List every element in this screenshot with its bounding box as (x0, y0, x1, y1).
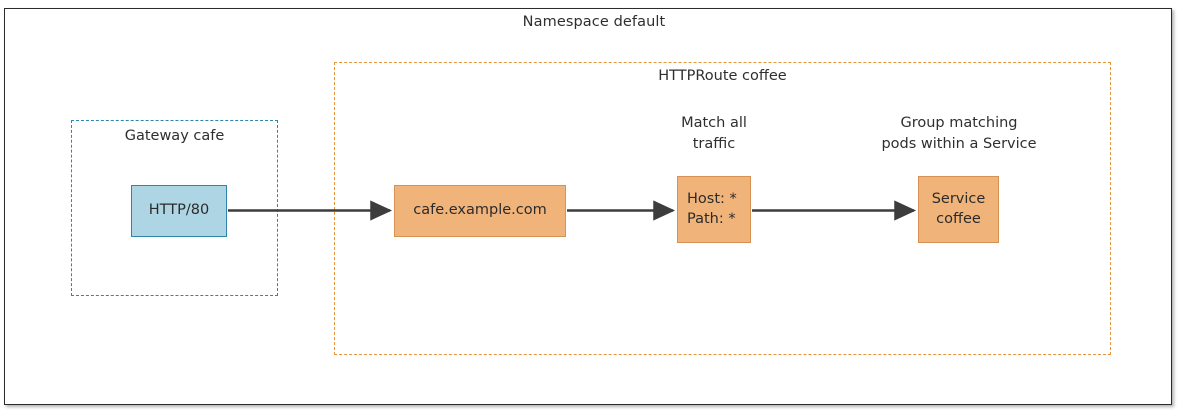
node-backend-service[interactable]: Service coffee (918, 176, 999, 243)
namespace-label: Namespace default (522, 14, 666, 30)
node-route-match[interactable]: Host: * Path: * (677, 176, 751, 243)
httproute-group (334, 62, 1111, 355)
caption-group-matching-pods: Group matching pods within a Service (881, 115, 1037, 152)
httproute-label: HTTPRoute coffee (658, 68, 787, 84)
node-hostname[interactable]: cafe.example.com (394, 185, 566, 237)
gateway-group (71, 120, 278, 296)
node-gateway-listener[interactable]: HTTP/80 (131, 185, 227, 237)
gateway-label: Gateway cafe (124, 128, 225, 144)
caption-match-all-traffic: Match all traffic (681, 115, 747, 152)
